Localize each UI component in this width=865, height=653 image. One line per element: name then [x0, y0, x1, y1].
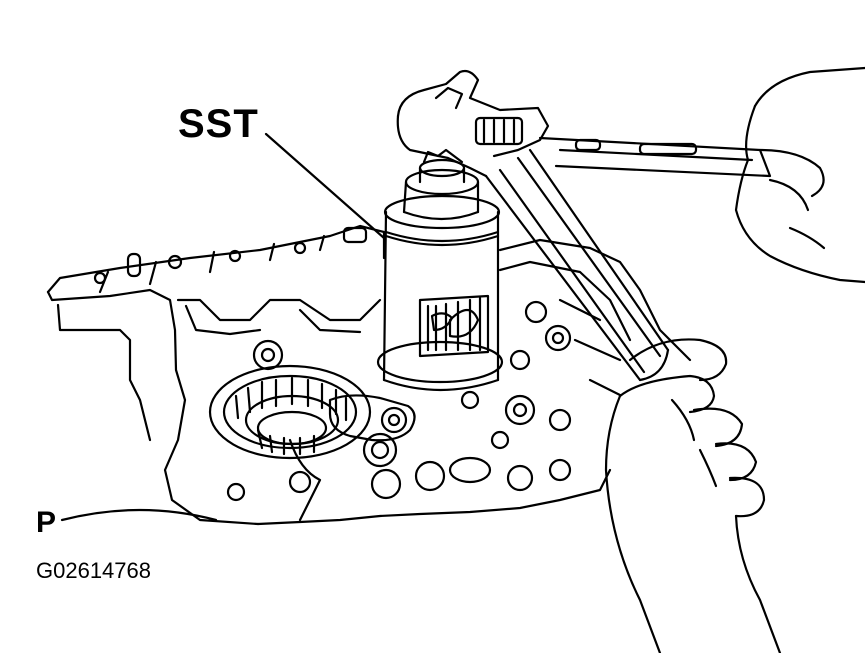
sst-leader-line	[264, 132, 386, 240]
right-hand-upper	[734, 66, 865, 284]
transmission-case	[46, 224, 692, 526]
corner-mark-curve	[60, 508, 218, 522]
torque-handle	[538, 136, 772, 178]
adjustable-wrench	[396, 69, 670, 382]
sst-tool	[376, 148, 504, 392]
figure-code-label: G02614768	[36, 558, 151, 583]
needle-bearing	[208, 364, 372, 460]
right-hand-lower	[604, 338, 782, 653]
corner-mark-label: P	[36, 506, 57, 539]
sst-callout-label: SST	[178, 102, 259, 146]
bracket	[288, 394, 416, 522]
case-holes	[226, 300, 572, 502]
